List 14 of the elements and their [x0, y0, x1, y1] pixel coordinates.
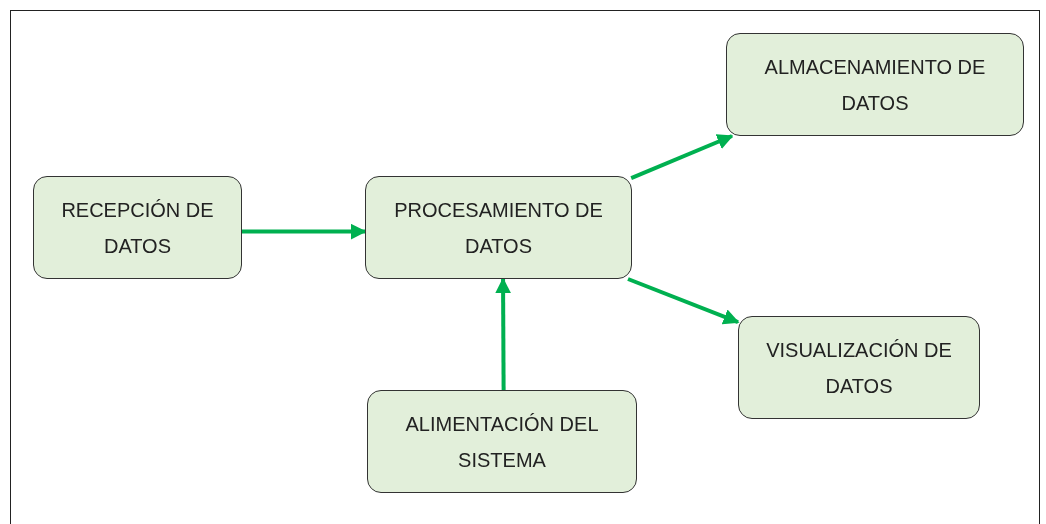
box-label: ALMACENAMIENTO DE DATOS: [763, 54, 987, 116]
box-label: VISUALIZACIÓN DE DATOS: [765, 337, 953, 399]
arrow: [630, 134, 734, 180]
process-box: [738, 316, 980, 419]
process-box: [33, 176, 242, 279]
box-label: PROCESAMIENTO DE DATOS: [393, 197, 604, 259]
arrow: [627, 277, 740, 325]
box-label: RECEPCIÓN DE DATOS: [60, 197, 215, 259]
process-box: [726, 33, 1024, 136]
process-box: [365, 176, 632, 279]
arrow: [495, 277, 512, 390]
box-label: ALIMENTACIÓN DEL SISTEMA: [404, 411, 600, 473]
process-box: [367, 390, 637, 493]
arrow: [242, 223, 367, 240]
